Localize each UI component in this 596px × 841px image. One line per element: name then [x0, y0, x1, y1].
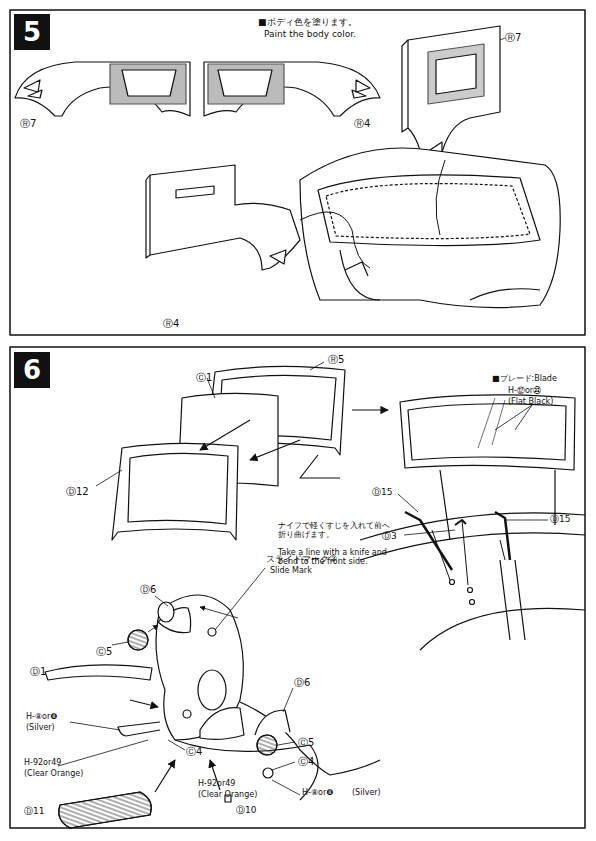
part-label: Ⓡ5	[328, 354, 344, 366]
windshield-assembly	[360, 395, 585, 650]
part-label: H-⑧or❽	[26, 712, 57, 721]
part-label: (Clear Orange)	[198, 790, 257, 799]
part-label: H-92or49	[198, 779, 235, 788]
note: ナイフで軽くすじを入れて前へ折り曲げます。	[278, 521, 396, 539]
part-label: スライドマーク②	[266, 554, 337, 564]
part-label: (Silver)	[26, 723, 55, 732]
note: ■ボディ色を塗ります。	[258, 17, 357, 27]
part-label: Ⓒ1	[196, 372, 212, 384]
step-number-text: 5	[23, 17, 41, 47]
part-label: Ⓡ4	[354, 118, 370, 130]
part-label: H-92or49	[24, 758, 61, 767]
part-label: Ⓓ12	[66, 486, 89, 498]
part-label: Slide Mark	[270, 566, 312, 575]
part-label: Ⓡ4	[163, 318, 179, 330]
step-frame	[10, 10, 585, 335]
part-label: (Clear Orange)	[24, 769, 83, 778]
part-label: Ⓓ3	[382, 531, 397, 541]
part-label: Ⓓ10	[236, 805, 256, 815]
part-label: Ⓡ7	[505, 32, 521, 44]
step-number: 6	[14, 352, 50, 388]
part-label: (Flat Black)	[508, 397, 553, 406]
part-label: H-⑫or㉝	[508, 386, 541, 395]
leader-lines	[58, 38, 548, 795]
car-body	[300, 148, 560, 308]
note: Paint the body color.	[264, 29, 356, 39]
side-panel	[146, 165, 300, 270]
step-number: 5	[14, 14, 50, 50]
part-label: Ⓒ5	[298, 737, 314, 749]
part-label: Ⓓ11	[24, 806, 44, 816]
part-label: Ⓒ4	[186, 746, 202, 758]
step-number-text: 6	[23, 355, 41, 385]
part-label: Ⓓ15	[550, 514, 570, 524]
part-label: (Silver)	[352, 788, 381, 797]
front-fender	[45, 595, 380, 828]
part-label: Ⓒ5	[96, 646, 112, 658]
part-label: Ⓓ15	[372, 487, 392, 497]
part-label: Ⓡ7	[20, 118, 36, 130]
fender-panel	[15, 62, 380, 116]
part-label: Ⓓ6	[294, 677, 310, 689]
part-label: Ⓓ6	[140, 584, 156, 596]
step-frame	[10, 347, 585, 828]
part-label: ■ブレード:Blade	[492, 374, 557, 383]
windshield-parts	[112, 366, 388, 540]
part-label: H-⑧or❽	[302, 788, 333, 797]
part-label: Ⓓ1	[30, 666, 46, 678]
part-label: Ⓒ4	[298, 756, 314, 768]
